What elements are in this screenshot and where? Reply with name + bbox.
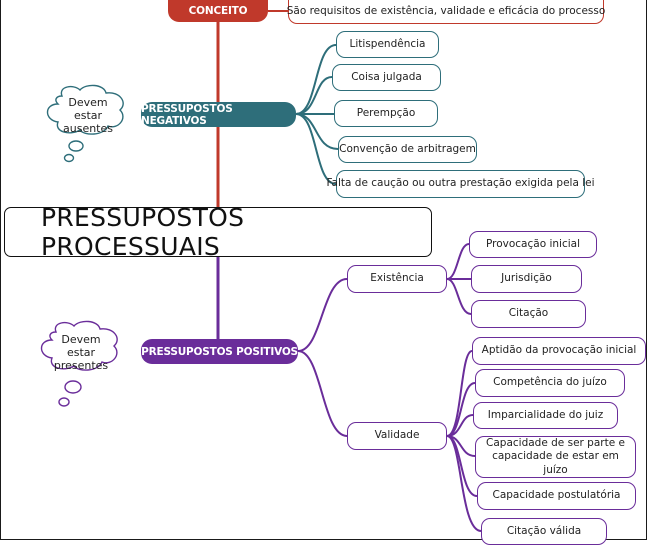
negativos-cloud-text: Devem estar ausentes: [63, 96, 113, 136]
page-title: PRESSUPOSTOS PROCESSUAIS: [4, 203, 432, 261]
validade-item-aptidao: Aptidão da provocação inicial: [472, 337, 646, 365]
validade-item-imparcialidade: Imparcialidade do juiz: [473, 402, 618, 429]
positivos-label: PRESSUPOSTOS POSITIVOS: [141, 345, 298, 358]
negativos-label: PRESSUPOSTOS NEGATIVOS: [141, 102, 233, 127]
existencia-node: Existência: [347, 265, 447, 293]
conceito-definition-text: São requisitos de existência, validade e…: [286, 4, 606, 17]
validade-item-citacao-valida: Citação válida: [481, 518, 607, 545]
existencia-item-citacao: Citação: [471, 300, 586, 328]
negativos-hub: PRESSUPOSTOS NEGATIVOS: [141, 102, 296, 127]
negativo-item-convencao-arbitragem: Convenção de arbitragem: [338, 136, 477, 163]
existencia-item-provocacao-inicial: Provocação inicial: [469, 231, 597, 258]
cloud-shape-positivos: [40, 320, 118, 407]
negativo-item-litispendencia: Litispendência: [336, 31, 439, 58]
existencia-item-jurisdicao: Jurisdição: [471, 265, 582, 293]
page-title-text: PRESSUPOSTOS PROCESSUAIS: [41, 203, 245, 261]
positivos-hub: PRESSUPOSTOS POSITIVOS: [141, 339, 298, 364]
conceito-definition: São requisitos de existência, validade e…: [286, 0, 606, 24]
conceito-hub: CONCEITO: [168, 0, 268, 22]
validade-item-capacidade-postulatoria: Capacidade postulatória: [477, 482, 636, 510]
negativo-item-coisa-julgada: Coisa julgada: [332, 64, 441, 91]
negativo-item-falta-caucao: Falta de caução ou outra prestação exigi…: [326, 170, 595, 198]
validade-item-capacidade-parte: Capacidade de ser parte e capacidade de …: [475, 436, 636, 478]
positivos-cloud-text: Devem estar presentes: [53, 333, 109, 373]
negativo-item-perempcao: Perempção: [334, 100, 438, 127]
validade-item-competencia: Competência do juízo: [475, 369, 625, 397]
validade-node: Validade: [347, 422, 447, 450]
cloud-shape-negativos: [46, 84, 124, 163]
conceito-label: CONCEITO: [188, 5, 248, 17]
